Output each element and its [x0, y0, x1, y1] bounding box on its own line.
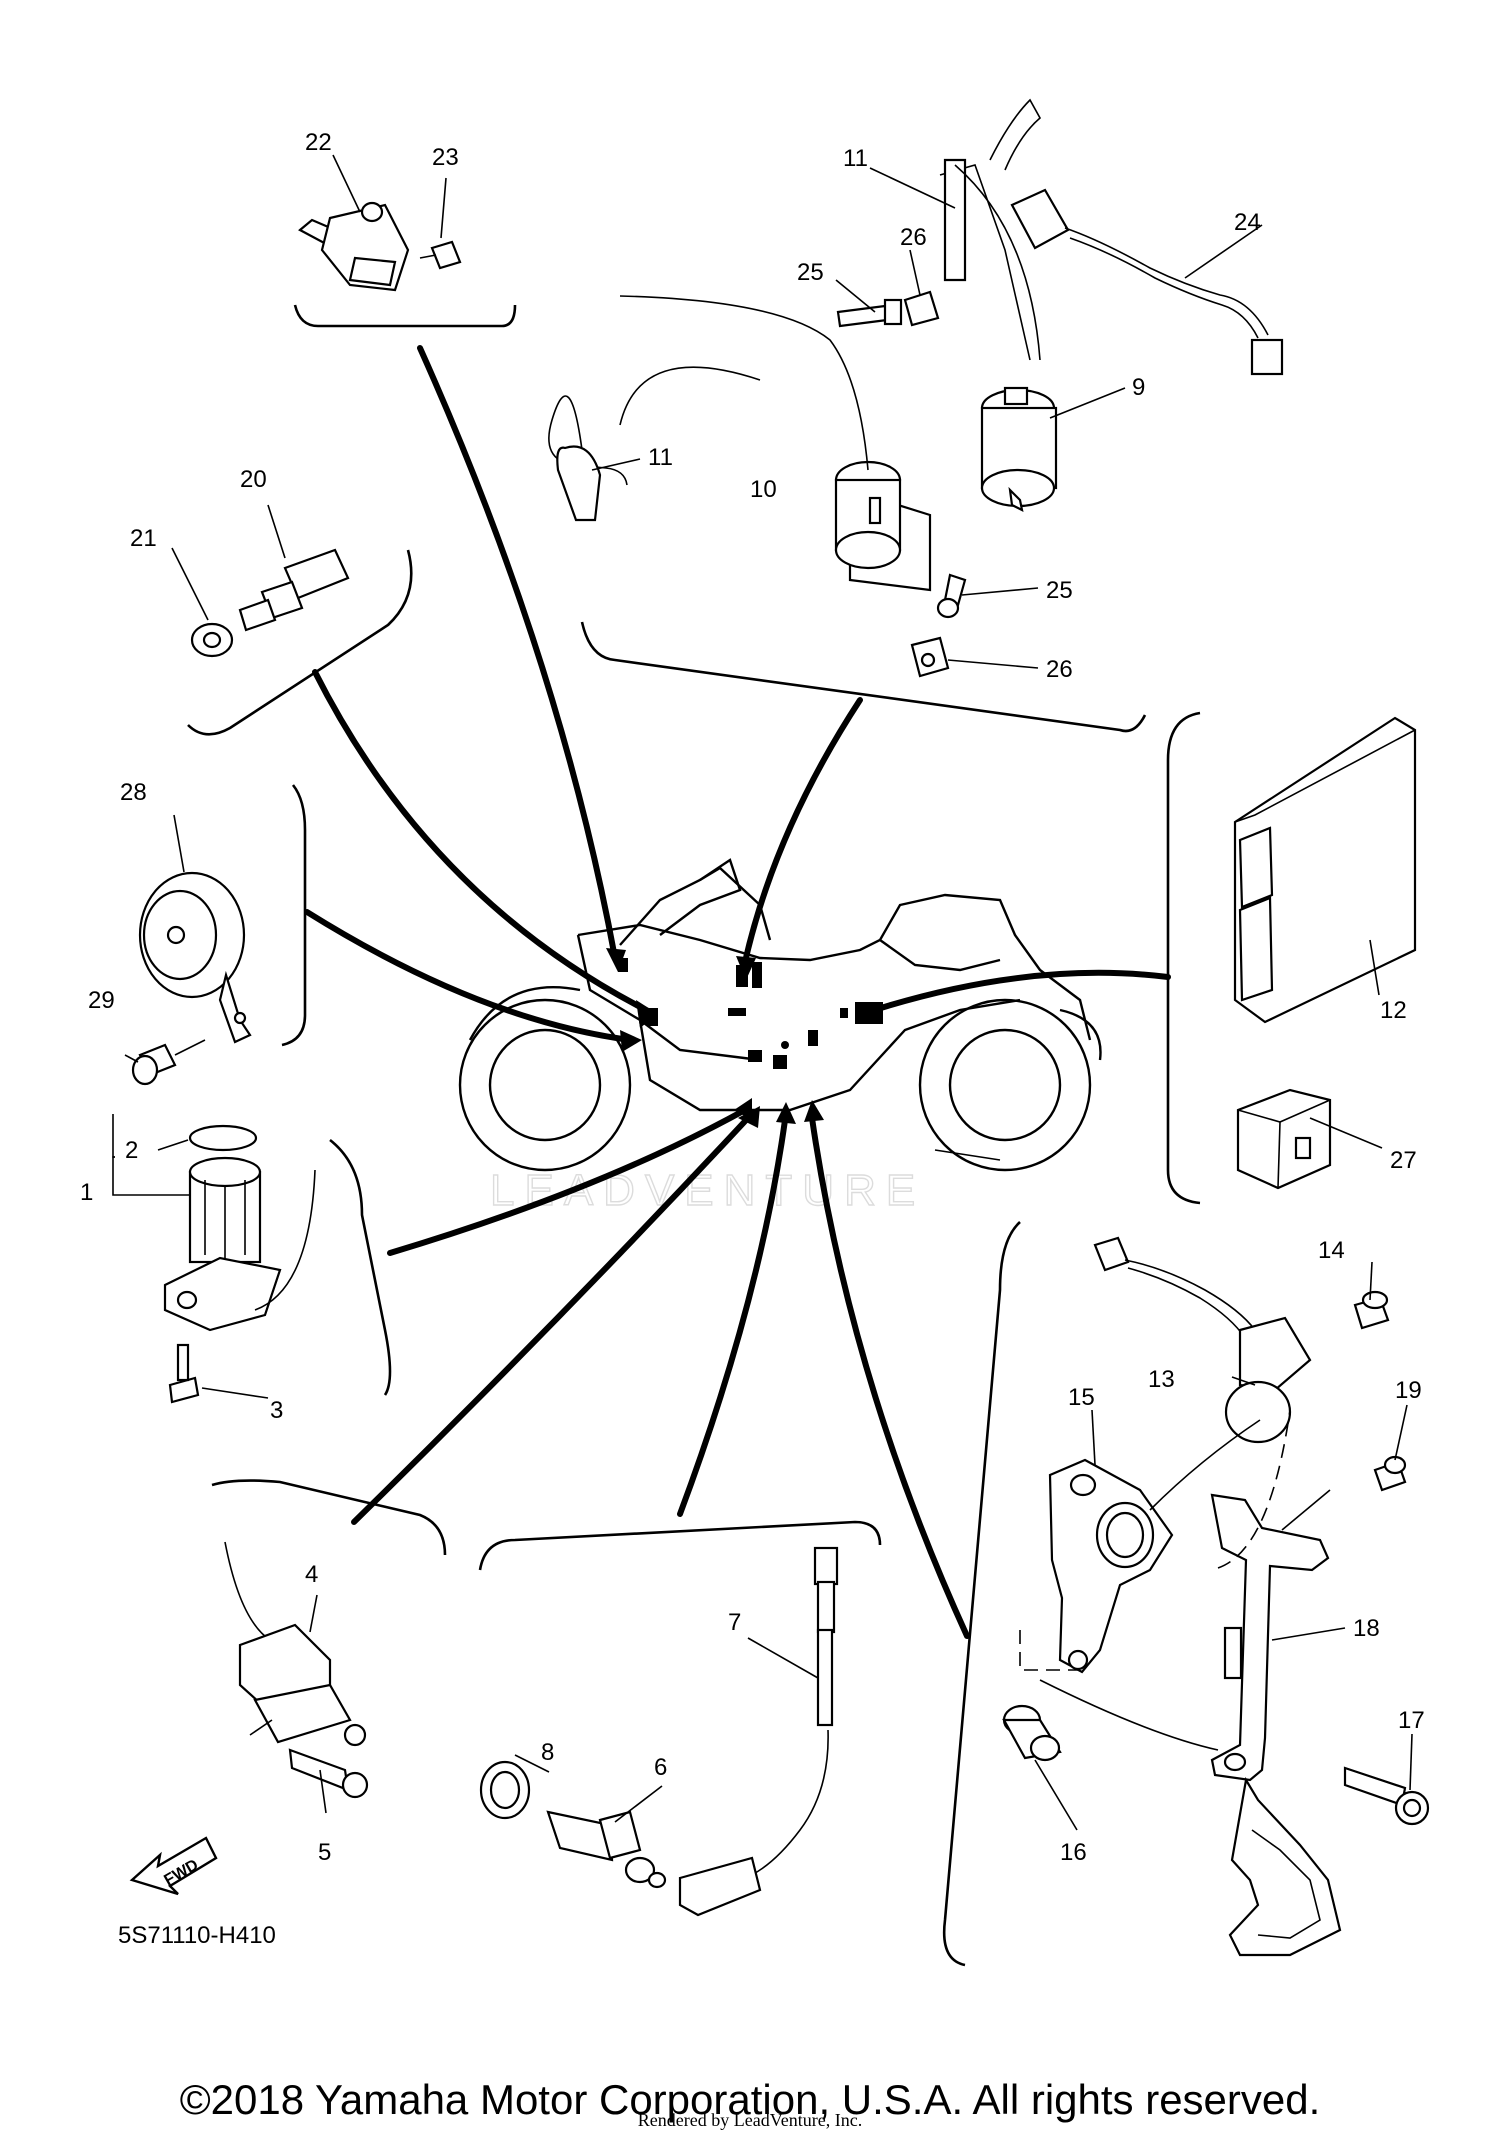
part-6-sensor: [479, 1760, 667, 1889]
group-brackets: [187, 304, 1201, 1967]
callout-27: 27: [1390, 1147, 1417, 1174]
relay-27-part: [1236, 1088, 1332, 1190]
callout-labels: 22 23 20 21 28 29 2 1 3 4 5 8 6 7 11 26 …: [80, 129, 1425, 1866]
callout-22: 22: [305, 129, 332, 156]
callout-9: 9: [1132, 374, 1145, 401]
part-7-lead: [678, 1546, 839, 1917]
bracket-18-part: [1210, 1493, 1342, 1957]
callout-13: 13: [1148, 1366, 1175, 1393]
callout-15: 15: [1068, 1384, 1095, 1411]
callout-29: 29: [88, 987, 115, 1014]
route-lines: [304, 345, 1171, 1639]
callout-16: 16: [1060, 1839, 1087, 1866]
bolt-14-part: [1353, 1290, 1390, 1330]
callout-12: 12: [1380, 997, 1407, 1024]
fwd-arrow-icon: FWD: [129, 1836, 218, 1896]
callout-28: 28: [120, 779, 147, 806]
callout-11-left: 11: [648, 444, 673, 471]
collar-16-part: [1002, 1704, 1062, 1762]
watermark-text: LEADVENTURE: [490, 1166, 925, 1215]
rendered-by-note: Rendered by LeadVenture, Inc.: [637, 2110, 863, 2130]
nut-26-parts: [903, 290, 950, 678]
callout-17: 17: [1398, 1707, 1425, 1734]
copyright-notice: ©2018 Yamaha Motor Corporation, U.S.A. A…: [179, 2076, 1321, 2123]
callout-26-bottom: 26: [1046, 656, 1073, 683]
callout-1: 1: [80, 1179, 93, 1206]
sensor-22-part: [298, 201, 462, 292]
motorcycle-outline: [458, 858, 1102, 1172]
callout-26-top: 26: [900, 224, 927, 251]
drawing-code: 5S71110-H410: [118, 1922, 276, 1949]
callout-25-top: 25: [797, 259, 824, 286]
callout-3: 3: [270, 1397, 283, 1424]
callout-6: 6: [654, 1754, 667, 1781]
route-arrowheads: [606, 948, 882, 1128]
leader-lines: [112, 154, 1413, 1831]
callout-21: 21: [130, 525, 157, 552]
callout-5: 5: [318, 1839, 331, 1866]
ignition-coil-9-part: [939, 98, 1058, 512]
callout-11-right: 11: [843, 145, 868, 172]
sensor-13-part: [1093, 1236, 1312, 1444]
callout-14: 14: [1318, 1237, 1345, 1264]
sensor-20-part: [190, 548, 350, 658]
bolt-19-part: [1373, 1455, 1407, 1492]
horn-28-part: [131, 871, 252, 1086]
callout-20: 20: [240, 466, 267, 493]
lead-24-part: [1010, 188, 1284, 376]
callout-7: 7: [728, 1609, 741, 1636]
ecu-12-part: [1233, 716, 1417, 1024]
callout-19: 19: [1395, 1377, 1422, 1404]
part-1-assembly: [163, 1124, 316, 1404]
callout-24: 24: [1234, 209, 1261, 236]
callout-4: 4: [305, 1561, 318, 1588]
bracket-15-part: [1048, 1458, 1174, 1674]
part-4-assembly: [224, 1541, 369, 1799]
callout-8: 8: [541, 1739, 554, 1766]
callout-2: 2: [125, 1137, 138, 1164]
callout-18: 18: [1353, 1615, 1380, 1642]
ignition-coil-10-part: [548, 295, 932, 592]
callout-23: 23: [432, 144, 459, 171]
callout-10: 10: [750, 476, 777, 503]
motorcycle-location-markers: [618, 958, 883, 1069]
callout-25-bottom: 25: [1046, 577, 1073, 604]
bolt-17-part: [1343, 1766, 1430, 1826]
